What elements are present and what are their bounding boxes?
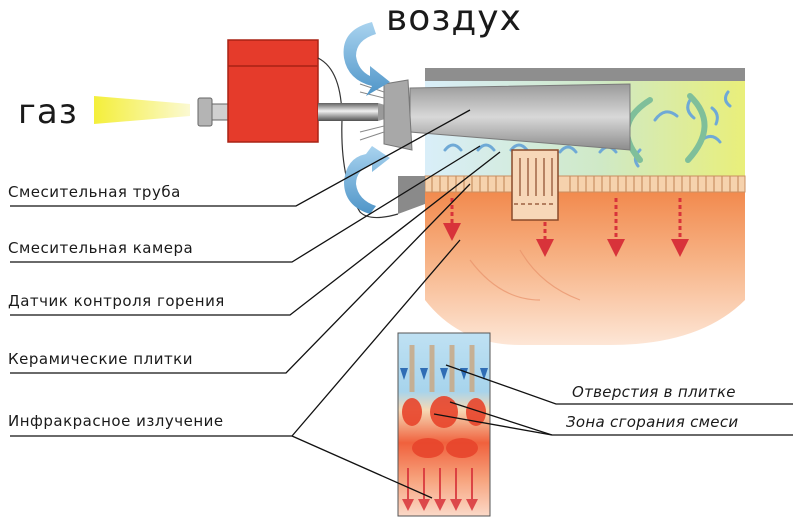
- label-infrared-radiation: Инфракрасное излучение: [8, 412, 224, 430]
- label-combustion-sensor: Датчик контроля горения: [8, 292, 225, 310]
- label-mixing-tube: Смесительная труба: [8, 183, 181, 201]
- gas-pipe: [318, 103, 378, 121]
- gas-valve: [228, 40, 318, 142]
- leader-radiation-1: [10, 240, 460, 436]
- ceramic-tiles: [425, 176, 745, 192]
- label-tile-holes: Отверстия в плитке: [572, 383, 736, 401]
- gas-label: газ: [18, 92, 78, 132]
- label-mixing-chamber: Смесительная камера: [8, 239, 193, 257]
- air-arrow-top-icon: [344, 22, 390, 96]
- label-ceramic-tiles: Керамические плитки: [8, 350, 193, 368]
- air-label: воздух: [386, 0, 522, 39]
- gas-stream-icon: [94, 96, 190, 124]
- gas-fitting-nut: [212, 104, 228, 120]
- heat-zone: [425, 192, 745, 345]
- combustion-sensor: [512, 150, 558, 220]
- nozzle-housing: [384, 80, 412, 150]
- label-combustion-zone: Зона сгорания смеси: [566, 413, 738, 431]
- air-arrow-bottom-icon: [344, 146, 390, 214]
- top-casing: [425, 68, 745, 81]
- gas-fitting: [198, 98, 212, 126]
